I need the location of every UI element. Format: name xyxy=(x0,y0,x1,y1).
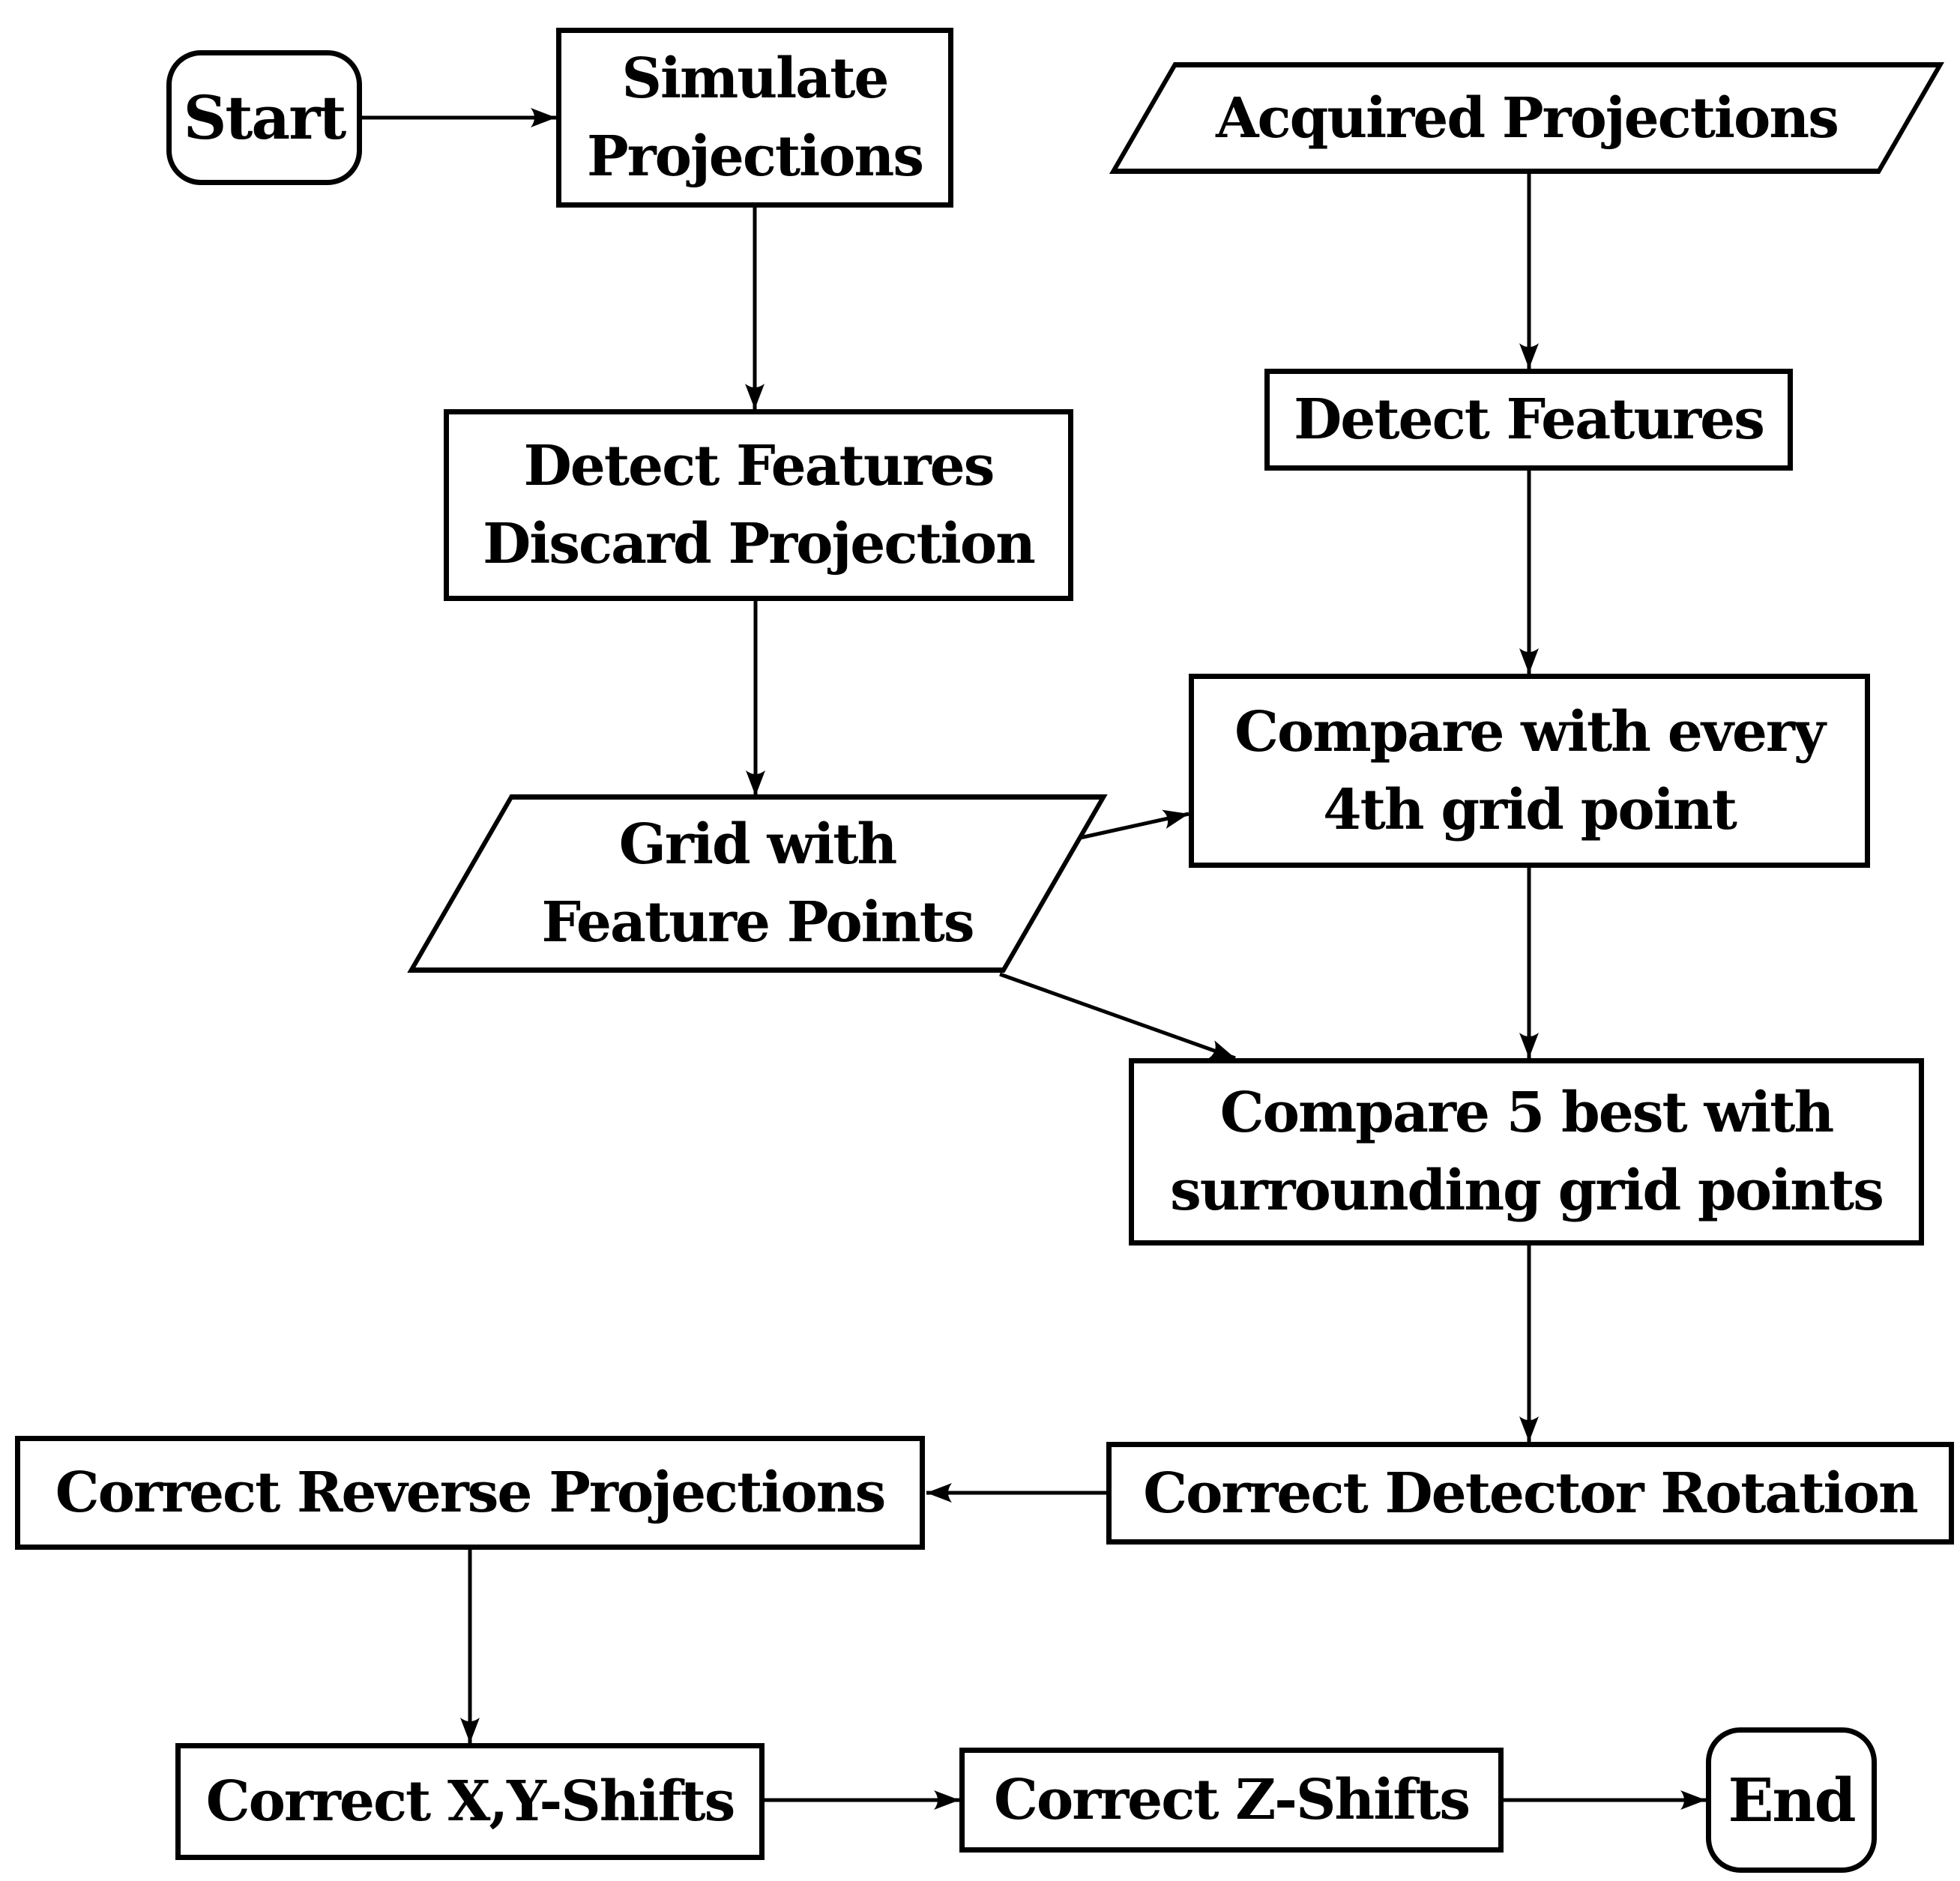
node-compare-every-4th-grid-point: Compare with every 4th grid point xyxy=(1189,674,1870,868)
node-correct-detector-rotation-label: Correct Detector Rotation xyxy=(1143,1461,1919,1526)
arrow-grid-to-compare-4th xyxy=(1079,809,1189,840)
node-grid-with-feature-points: Grid with Feature Points xyxy=(407,794,1108,973)
node-correct-reverse-projections: Correct Reverse Projections xyxy=(15,1436,925,1550)
node-start-label: Start xyxy=(183,82,347,153)
arrow-grid-to-compare-5-best xyxy=(999,972,1236,1060)
node-correct-z-shifts: Correct Z-Shifts xyxy=(959,1748,1504,1853)
node-detect-features: Detect Features xyxy=(1264,369,1793,471)
node-detect-features-label: Detect Features xyxy=(1294,387,1765,452)
node-detect-features-discard: Detect Features Discard Projection xyxy=(444,409,1073,601)
node-correct-detector-rotation: Correct Detector Rotation xyxy=(1106,1442,1954,1545)
node-correct-z-shifts-label: Correct Z-Shifts xyxy=(993,1768,1471,1832)
node-end: End xyxy=(1706,1727,1877,1873)
node-acquired-projections-label: Acquired Projections xyxy=(1216,85,1839,151)
node-grid-with-feature-points-label: Grid with Feature Points xyxy=(541,812,974,955)
node-compare-every-4th-grid-point-label: Compare with every 4th grid point xyxy=(1234,699,1826,842)
node-correct-xy-shifts: Correct X,Y-Shifts xyxy=(175,1743,765,1860)
node-simulate-projections: Simulate Projections xyxy=(556,28,953,208)
node-detect-features-discard-label: Detect Features Discard Projection xyxy=(483,434,1036,576)
node-compare-5-best-label: Compare 5 best with surrounding grid poi… xyxy=(1170,1081,1884,1223)
node-correct-xy-shifts-label: Correct X,Y-Shifts xyxy=(205,1769,736,1834)
node-compare-5-best: Compare 5 best with surrounding grid poi… xyxy=(1129,1058,1924,1246)
node-simulate-projections-label: Simulate Projections xyxy=(586,46,924,189)
node-acquired-projections: Acquired Projections xyxy=(1109,62,1945,174)
node-correct-reverse-projections-label: Correct Reverse Projections xyxy=(55,1461,886,1525)
node-start: Start xyxy=(166,50,362,185)
node-end-label: End xyxy=(1728,1765,1856,1835)
